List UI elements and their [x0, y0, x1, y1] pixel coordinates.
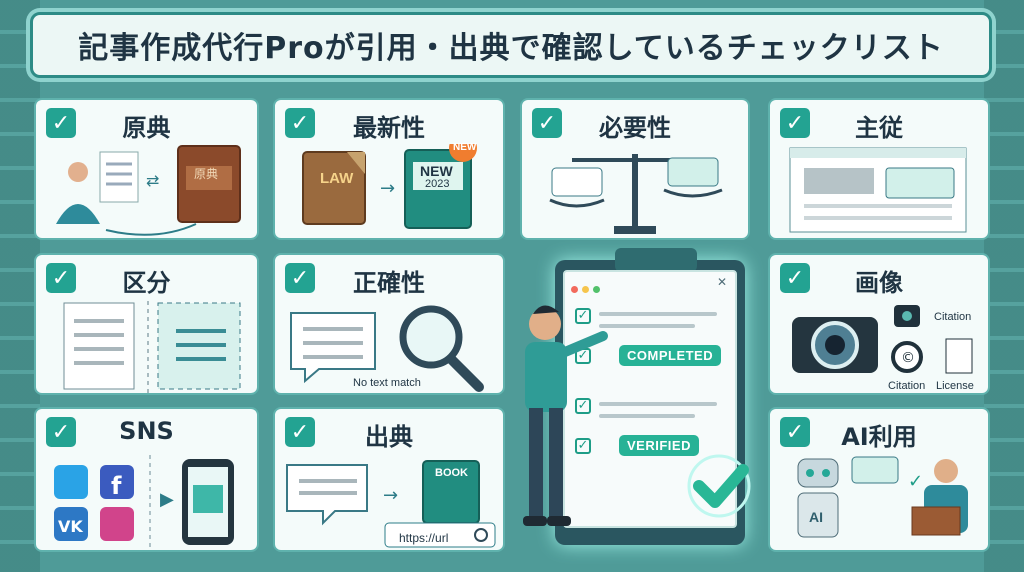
scale-icon — [549, 154, 723, 234]
check-icon: ✓ — [780, 108, 810, 138]
camera-icon: © — [792, 305, 973, 374]
card-label: SNS — [119, 417, 174, 445]
svg-text:VK: VK — [58, 517, 83, 536]
card-label: 出典 — [365, 423, 413, 451]
svg-text:→: → — [380, 178, 395, 199]
check-icon: ✓ — [46, 417, 76, 447]
svg-text:f: f — [111, 472, 122, 500]
svg-text:⇄: ⇄ — [146, 171, 159, 190]
card-distinction: ✓ 区分 — [34, 253, 259, 395]
background-shelf-right — [984, 0, 1024, 572]
card-label: 最新性 — [353, 114, 425, 142]
check-icon: ✓ — [575, 398, 591, 414]
card-label: AI利用 — [841, 423, 917, 451]
card-sns: ✓ SNS f VK ▶ — [34, 407, 259, 552]
card-label: 正確性 — [353, 269, 425, 297]
new-tag: NEW — [453, 142, 477, 153]
card-recency: ✓ 最新性 → LAW NEW 2023 NEW — [273, 98, 505, 240]
card-accuracy: ✓ 正確性 No text match — [273, 253, 505, 395]
check-icon: ✓ — [780, 263, 810, 293]
card-necessity: ✓ 必要性 — [520, 98, 750, 240]
check-icon: ✓ — [285, 417, 315, 447]
source-book-text: 原典 — [194, 167, 219, 181]
card-ai-use: ✓ AI利用 ✓ AI — [768, 407, 990, 552]
card-label: 原典 — [122, 114, 171, 142]
svg-text:▶: ▶ — [160, 489, 174, 510]
recency-illustration: → — [302, 134, 477, 229]
url-text: https://url — [399, 531, 449, 545]
checklist-sheet: ✕ ✓ ✓ COMPLETED ✓ ✓ VERIFIED — [563, 270, 737, 528]
presenter-illustration — [523, 305, 751, 526]
citation-text-2: Citation — [888, 380, 926, 392]
window-dots — [571, 278, 604, 297]
magnifier-icon — [290, 305, 484, 392]
verified-badge: VERIFIED — [619, 435, 699, 456]
check-icon: ✓ — [46, 263, 76, 293]
new-book-text: NEW — [420, 163, 453, 179]
robot-icon: ✓ — [797, 456, 968, 538]
no-match-text: No text match — [353, 377, 421, 389]
check-icon: ✓ — [46, 108, 76, 138]
card-main-sub: ✓ 主従 — [768, 98, 990, 240]
center-checklist-panel: ✕ ✓ ✓ COMPLETED ✓ ✓ VERIFIED — [507, 248, 765, 568]
book-text: BOOK — [435, 467, 468, 479]
completed-badge: COMPLETED — [619, 345, 722, 366]
check-icon: ✓ — [575, 438, 591, 454]
page-title: 記事作成代行Proが引用・出典で確認しているチェックリスト — [78, 31, 944, 66]
citation-text-1: Citation — [934, 311, 972, 323]
distinction-illustration — [63, 301, 241, 393]
citation-illustration: → — [286, 460, 496, 548]
layout-illustration — [789, 147, 967, 233]
card-label: 区分 — [122, 269, 171, 297]
clipboard-clip — [615, 248, 697, 272]
check-icon: ✓ — [285, 263, 315, 293]
svg-text:→: → — [383, 485, 398, 506]
card-image: ✓ 画像 © Citation Citation License — [768, 253, 990, 395]
svg-text:✓: ✓ — [908, 471, 923, 492]
card-citation: ✓ 出典 → BOOK https://url — [273, 407, 505, 552]
check-icon: ✓ — [532, 108, 562, 138]
card-label: 画像 — [855, 269, 903, 297]
close-icon[interactable]: ✕ — [716, 275, 727, 289]
background-shelf-left — [0, 0, 40, 572]
sns-illustration: f VK ▶ — [54, 455, 234, 549]
old-book-text: LAW — [320, 170, 354, 187]
check-icon: ✓ — [285, 108, 315, 138]
source-illustration: ⇄ — [56, 145, 241, 236]
check-icon: ✓ — [575, 308, 591, 324]
title-banner: 記事作成代行Proが引用・出典で確認しているチェックリスト — [30, 12, 992, 78]
card-label: 主従 — [855, 114, 903, 142]
check-icon: ✓ — [780, 417, 810, 447]
ai-tag: AI — [809, 509, 823, 525]
card-label: 必要性 — [599, 114, 671, 142]
new-book-year: 2023 — [425, 178, 450, 190]
card-source: ✓ 原典 ⇄ 原典 — [34, 98, 259, 240]
svg-text:©: © — [901, 350, 915, 366]
license-text: License — [936, 380, 974, 392]
